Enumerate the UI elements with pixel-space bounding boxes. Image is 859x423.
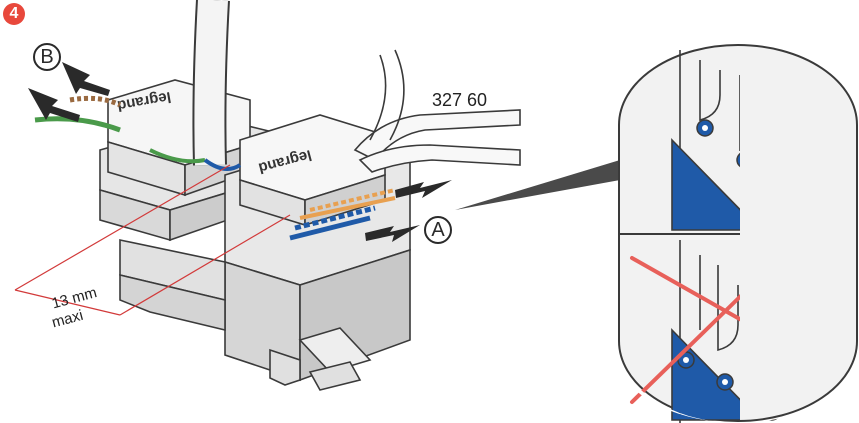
right-wires: [289, 188, 396, 241]
step-number-badge: 4: [3, 3, 25, 25]
callout-a: A: [424, 216, 452, 244]
push-arrow-icon: [365, 180, 452, 242]
zoom-pointer: [455, 160, 620, 210]
dimension-lines: [14, 164, 291, 316]
incorrect-insertion-detail: [671, 240, 801, 423]
tool-part-number: 327 60: [432, 90, 488, 110]
main-cable: [192, 0, 230, 166]
cable-cutter-icon: [353, 49, 521, 173]
push-arrow-icon: [28, 62, 110, 122]
callout-b: B: [33, 43, 61, 71]
zoom-bubble-icon: [618, 44, 859, 423]
cross-mark-icon: [630, 246, 814, 404]
contact-orange: [763, 403, 781, 421]
